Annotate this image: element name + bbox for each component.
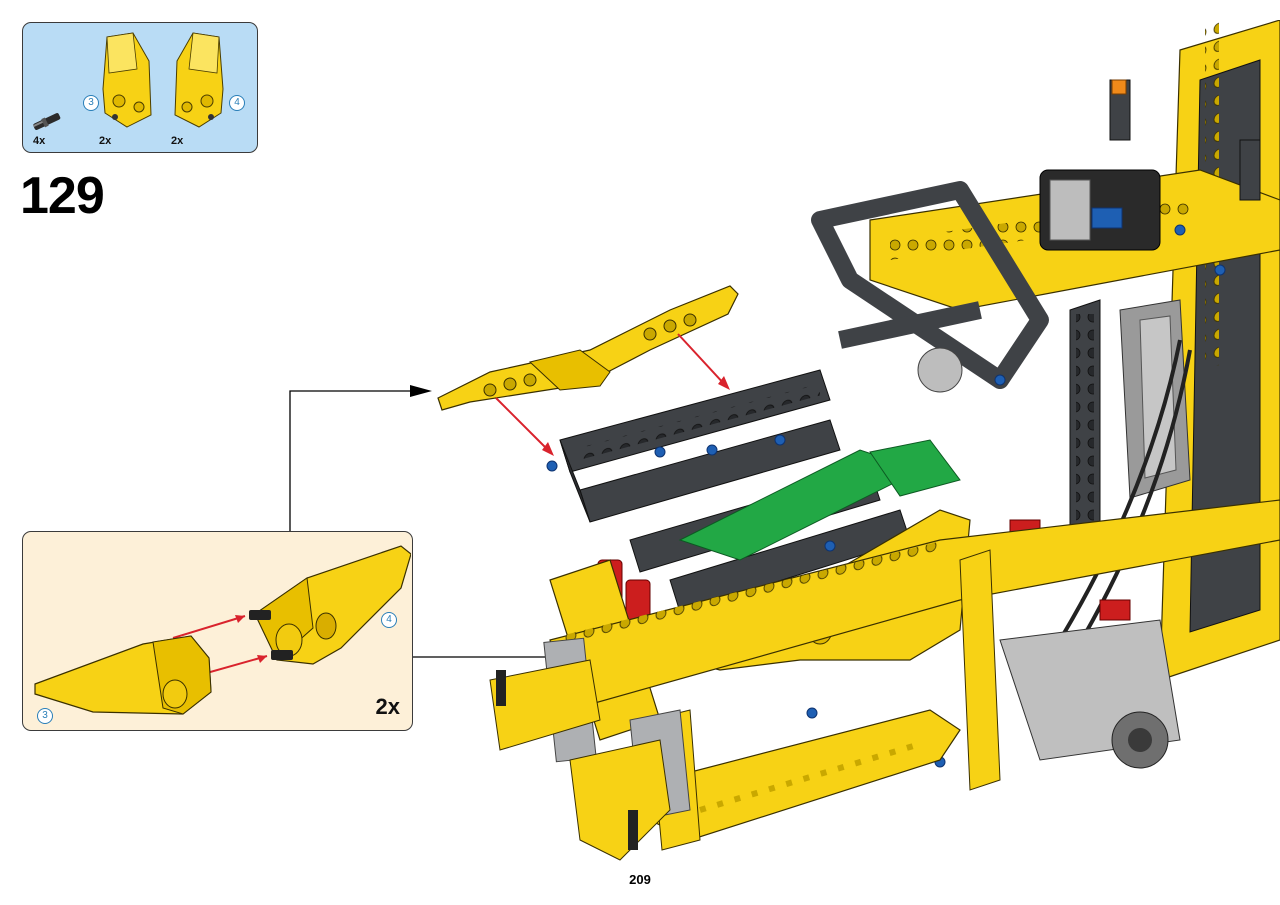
yellow-panel-left-icon xyxy=(102,32,152,128)
pin-quantity: 4x xyxy=(33,135,46,147)
subassembly-box: 3 4 2x xyxy=(22,531,413,731)
yellow-panel-right-icon xyxy=(174,32,224,128)
sub-callout-4-badge: 4 xyxy=(381,612,397,628)
subassembly-illustration xyxy=(34,545,411,715)
new-part-illustration xyxy=(437,285,739,456)
page-number: 209 xyxy=(629,872,651,887)
callout-3-badge: 3 xyxy=(83,95,99,111)
axle-pin-icon xyxy=(33,113,61,130)
main-model-illustration xyxy=(489,20,1280,861)
callout-4-badge: 4 xyxy=(229,95,245,111)
step-number: 129 xyxy=(20,167,105,225)
left-panel-quantity: 2x xyxy=(99,135,112,147)
right-panel-quantity: 2x xyxy=(171,135,184,147)
sub-callout-3-badge: 3 xyxy=(37,708,53,724)
subassembly-multiplier: 2x xyxy=(375,694,400,719)
parts-list-box: 4x 3 2x 4 2x xyxy=(22,22,258,153)
